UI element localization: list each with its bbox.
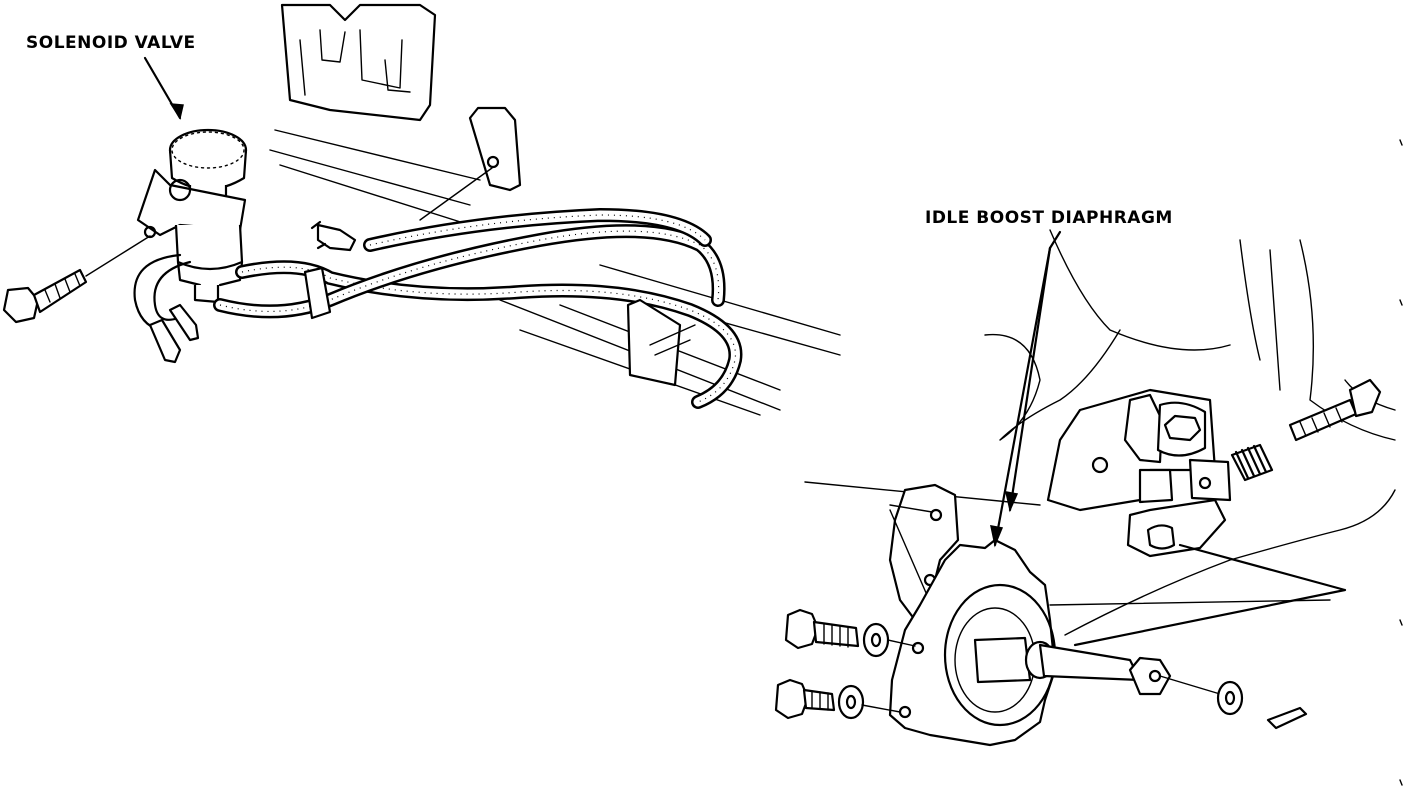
- wire-connectors: [133, 253, 200, 364]
- idle-boost-diaphragm-callout: [990, 230, 1062, 548]
- washer-cotter-pin: [1159, 675, 1308, 730]
- throttle-bracket: [1046, 388, 1232, 558]
- leader-lines: [1073, 139, 1403, 786]
- bolt-left: [2, 235, 151, 324]
- vacuum-hoses: [213, 207, 743, 409]
- solenoid-valve-callout: [143, 56, 184, 120]
- idle-boost-diaphragm-label: IDLE BOOST DIAPHRAGM: [925, 208, 1173, 228]
- diaphragm-mount-plate: [888, 483, 960, 626]
- solenoid-valve-label: SOLENOID VALVE: [26, 33, 196, 53]
- solenoid-valve: [136, 128, 248, 304]
- idle-boost-diaphragm: [888, 538, 1172, 747]
- mounting-bolts-washers: [774, 608, 916, 720]
- adjusting-screw-spring: [1230, 378, 1382, 482]
- mounting-bracket: [269, 3, 841, 416]
